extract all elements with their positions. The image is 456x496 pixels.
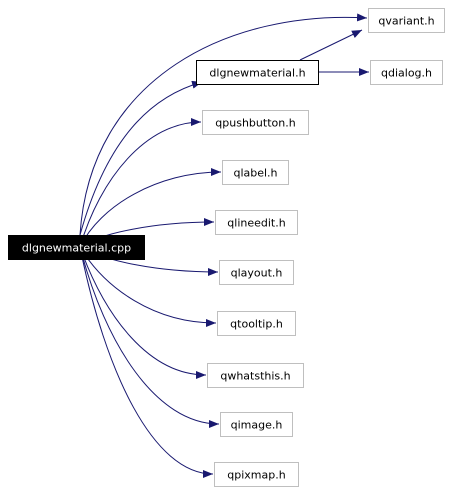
edge-src-to-qlabel [79, 168, 222, 248]
node-group: dlgnewmaterial.cpp qvariant.h dlgnewmateri… [8, 8, 445, 487]
node-qpixmap-box [214, 462, 299, 487]
edge-src-to-qpixmap [79, 246, 214, 478]
node-qtooltip-label: qtooltip.h [230, 318, 283, 331]
node-qlineedit-label: qlineedit.h [227, 217, 285, 230]
edge-dlgnewmaterial_h-to-qvariant [299, 29, 363, 61]
node-src-box [8, 235, 145, 260]
edge-src-to-qimage [79, 246, 220, 428]
node-qlineedit-box [215, 210, 298, 235]
node-src[interactable]: dlgnewmaterial.cpp [8, 235, 145, 260]
node-qdialog-label: qdialog.h [381, 67, 432, 80]
node-qlayout-box [219, 260, 294, 285]
node-dlgnewmaterial_h-box [196, 60, 319, 85]
node-qtooltip[interactable]: qtooltip.h [217, 311, 296, 336]
node-dlgnewmaterial_h-label: dlgnewmaterial.h [209, 67, 305, 80]
edge-src-to-qvariant [79, 13, 368, 236]
edge-src-to-qtooltip [79, 246, 217, 327]
node-qwhatsthis-label: qwhatsthis.h [220, 370, 290, 383]
node-qlabel[interactable]: qlabel.h [222, 160, 289, 185]
node-src-label: dlgnewmaterial.cpp [22, 242, 131, 255]
node-qlineedit[interactable]: qlineedit.h [215, 210, 298, 235]
node-qpushbutton[interactable]: qpushbutton.h [202, 110, 309, 135]
edge-src-to-dlgnewmaterial_h [79, 80, 203, 236]
node-qdialog[interactable]: qdialog.h [370, 60, 443, 85]
node-dlgnewmaterial_h[interactable]: dlgnewmaterial.h [196, 60, 319, 85]
node-qvariant-label: qvariant.h [378, 15, 434, 28]
node-qlayout-label: qlayout.h [231, 267, 283, 280]
node-qwhatsthis[interactable]: qwhatsthis.h [207, 363, 304, 388]
node-qdialog-box [370, 60, 443, 85]
node-qlabel-box [222, 160, 289, 185]
node-qpixmap-label: qpixmap.h [227, 469, 285, 482]
node-qimage-box [220, 412, 293, 437]
node-qwhatsthis-box [207, 363, 304, 388]
node-qvariant-box [368, 8, 445, 33]
node-qlayout[interactable]: qlayout.h [219, 260, 294, 285]
node-qpushbutton-label: qpushbutton.h [215, 117, 295, 130]
node-qpushbutton-box [202, 110, 309, 135]
node-qtooltip-box [217, 311, 296, 336]
node-qimage[interactable]: qimage.h [220, 412, 293, 437]
edge-src-to-qpushbutton [79, 118, 202, 248]
node-qvariant[interactable]: qvariant.h [368, 8, 445, 33]
edge-src-to-qwhatsthis [79, 246, 207, 379]
node-qlabel-label: qlabel.h [233, 167, 277, 180]
node-qpixmap[interactable]: qpixmap.h [214, 462, 299, 487]
node-qimage-label: qimage.h [231, 419, 283, 432]
